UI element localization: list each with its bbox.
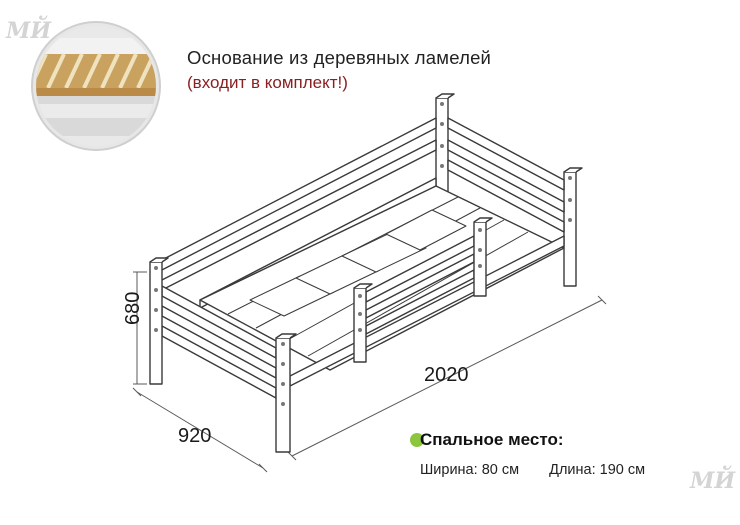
length-value: 190 см bbox=[599, 462, 646, 478]
slat-callout bbox=[31, 21, 161, 151]
dimension-height: 680 bbox=[122, 291, 144, 325]
width-value: 80 см bbox=[481, 462, 520, 478]
green-dot-icon bbox=[410, 433, 424, 447]
width-label: Ширина: bbox=[420, 462, 482, 478]
dimension-length: 2020 bbox=[424, 364, 469, 386]
watermark-logo: МЙ bbox=[6, 18, 52, 44]
length-label: Длина: bbox=[549, 462, 600, 478]
watermark-logo: МЙ bbox=[690, 468, 736, 494]
sleeping-area-spec: Спальное место: Ширина: 80 см Длина: 190… bbox=[410, 430, 730, 478]
sleeping-area-heading-row: Спальное место: bbox=[410, 430, 730, 450]
sleeping-area-heading: Спальное место: bbox=[420, 430, 564, 449]
sleeping-area-dimensions: Ширина: 80 см Длина: 190 см bbox=[410, 462, 730, 478]
callout-subtitle: (входит в комплект!) bbox=[187, 73, 348, 92]
callout-title: Основание из деревяных ламелей bbox=[187, 47, 492, 68]
dimension-lines bbox=[132, 271, 607, 473]
dimension-width: 920 bbox=[178, 425, 212, 447]
